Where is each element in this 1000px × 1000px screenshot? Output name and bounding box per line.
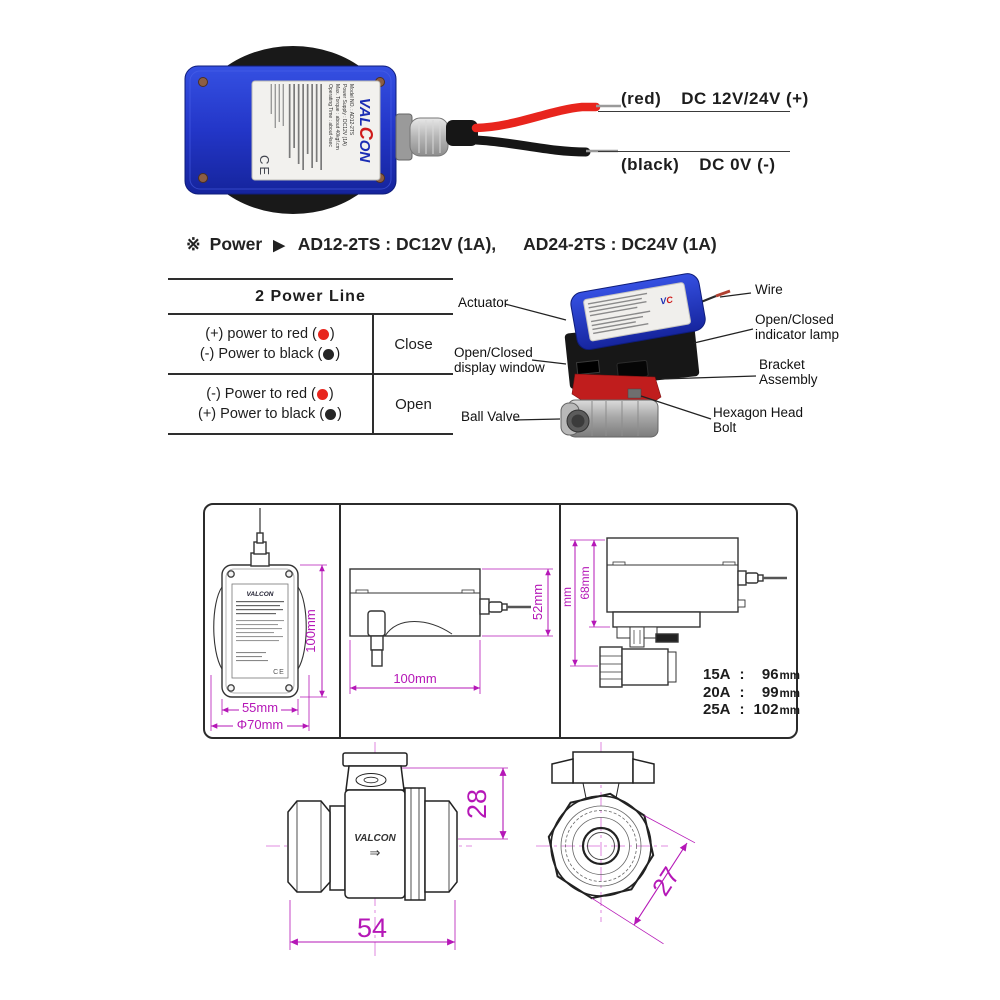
flow-arrow-icon: ⇒ xyxy=(370,845,381,860)
black-dot-icon xyxy=(323,348,335,360)
dim-assembly-upper: 68mm xyxy=(578,566,592,599)
paren: ( xyxy=(311,386,316,402)
device-label: VALCON Model NO. : AD12-2TS Power Supply… xyxy=(257,84,376,177)
panel-divider xyxy=(559,505,561,737)
valcon-logo: VALCON xyxy=(356,98,376,164)
valve-brand: VALCON xyxy=(354,833,396,844)
callout-ball-valve: Ball Valve xyxy=(461,409,521,424)
paren: ( xyxy=(319,406,325,422)
dim-side-width: 100mm xyxy=(393,671,436,686)
reference-mark: ※ xyxy=(186,234,201,254)
dimension-drawings: VALCON CE 100mm 55mm Φ70mm xyxy=(210,508,787,732)
label-torque-line: Max. Torque : about 40kgf.cm xyxy=(334,84,340,150)
assembly-photo-drawing: VC xyxy=(504,273,757,438)
svg-text:VC: VC xyxy=(660,294,675,306)
power-table-title: 2 Power Line xyxy=(168,278,453,315)
paren: ) xyxy=(335,346,341,362)
valve-state-close: Close xyxy=(394,335,433,353)
table-row: (-) Power to red ( ) (+) Power to black … xyxy=(168,375,453,433)
wiring-text: (-) Power to black xyxy=(199,346,314,362)
callout-wire: Wire xyxy=(755,282,783,297)
red-wire xyxy=(471,102,601,133)
leader-lines xyxy=(504,292,757,421)
wiring-text: (+) power to red xyxy=(205,326,309,342)
table-cell-line: (-) Power to black ( ) xyxy=(200,346,340,362)
label-time-line: Operating Time : about 4sec xyxy=(327,84,333,147)
power-option-2: AD24-2TS : DC24V (1A) xyxy=(523,234,717,254)
label-fineprint-bars xyxy=(270,84,322,170)
power-option-1: AD12-2TS : DC12V (1A), xyxy=(297,234,497,254)
power-word: Power xyxy=(209,234,263,254)
dim-valve-height: 28 xyxy=(462,789,492,819)
black-wire-voltage: DC 0V (-) xyxy=(699,155,776,174)
paren: ) xyxy=(328,386,334,402)
table-cell-line: (+) power to red ( ) xyxy=(205,326,334,342)
panel-divider xyxy=(339,505,341,737)
valve-cad-drawing: VALCON ⇒ 28 54 xyxy=(266,742,696,958)
paren: ( xyxy=(312,326,317,342)
red-wire-label: (red) DC 12V/24V (+) xyxy=(621,89,809,109)
dim-side-height: 52mm xyxy=(530,584,545,620)
power-note: ※ Power ▶ AD12-2TS : DC12V (1A), AD24-2TS : … xyxy=(186,234,717,255)
front-label-ce: CE xyxy=(273,669,285,676)
label-model-line: Model NO. : AD12-2TS xyxy=(348,84,354,136)
red-wire-voltage: DC 12V/24V (+) xyxy=(681,89,809,108)
callout-actuator: Actuator xyxy=(458,295,509,310)
table-cell-line: (-) Power to red ( ) xyxy=(206,386,333,402)
black-wire xyxy=(471,135,591,157)
dim-front-height: 100mm xyxy=(303,609,318,652)
dim-assembly-total-unit: mm xyxy=(560,587,574,607)
black-dot-icon xyxy=(325,408,337,420)
wiring-text: (-) Power to red xyxy=(206,386,308,402)
dim-front-diameter: Φ70mm xyxy=(237,717,284,732)
paren: ) xyxy=(337,406,342,422)
black-wire-name: (black) xyxy=(621,155,680,174)
label-power-line: Power Supply : DC12V (1A) xyxy=(341,84,347,146)
paren: ) xyxy=(329,326,335,342)
table-row: (+) power to red ( ) (-) Power to black … xyxy=(168,315,453,375)
cable xyxy=(446,120,478,146)
red-dot-icon xyxy=(316,388,328,400)
dim-front-width: 55mm xyxy=(242,700,278,715)
paren: ( xyxy=(317,346,323,362)
dimension-panel xyxy=(203,503,798,739)
red-dot-icon xyxy=(317,328,329,340)
red-wire-name: (red) xyxy=(621,89,662,108)
wiring-text: (+) Power to black xyxy=(198,406,316,422)
front-label-bars xyxy=(236,601,284,662)
actuator-photo-drawing: VALCON Model NO. : AD12-2TS Power Supply… xyxy=(184,46,621,214)
triangle-arrow-icon: ▶ xyxy=(273,237,285,254)
dim-valve-length: 54 xyxy=(357,913,387,943)
table-cell-line: (+) Power to black ( ) xyxy=(198,406,342,422)
red-wire-rule xyxy=(598,111,790,112)
power-line-table: 2 Power Line (+) power to red ( ) (-) Po… xyxy=(168,278,453,435)
valve-state-open: Open xyxy=(395,395,432,413)
ce-mark: CE xyxy=(257,155,272,177)
black-wire-label: (black) DC 0V (-) xyxy=(621,155,776,175)
front-label-brand: VALCON xyxy=(247,591,274,598)
black-wire-rule xyxy=(598,151,790,152)
